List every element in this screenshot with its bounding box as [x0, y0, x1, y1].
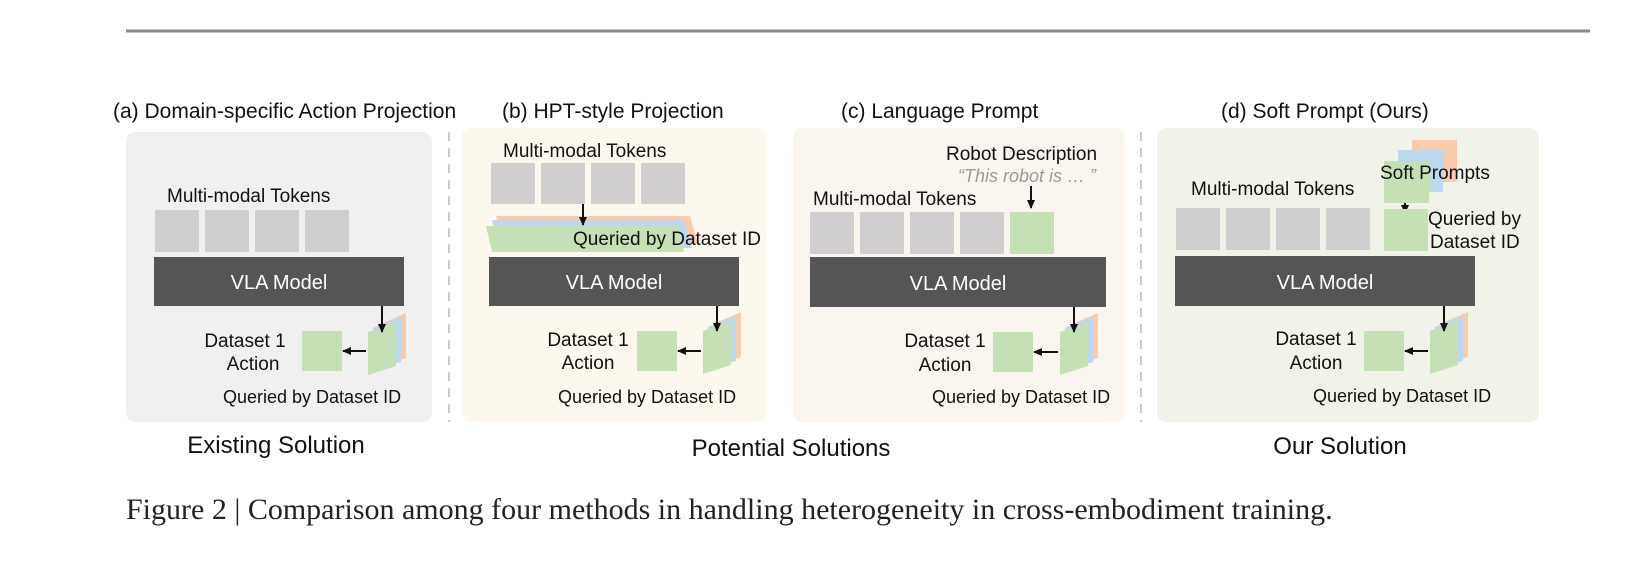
- action-box: [637, 331, 677, 371]
- token: [810, 212, 854, 254]
- prompt-query-line1: Queried by: [1428, 209, 1521, 230]
- action-box: [993, 332, 1033, 372]
- prompt-query-line2: Dataset ID: [1430, 232, 1520, 253]
- projection-layer-green: [703, 321, 731, 374]
- projection-layer-green: [486, 226, 684, 252]
- panel-d-tokens-label: Multi-modal Tokens: [1191, 179, 1354, 200]
- panel-b: (b) HPT-style Projection Multi-modal Tok…: [462, 100, 767, 422]
- panel-a-tokens-label: Multi-modal Tokens: [167, 186, 330, 207]
- token: [155, 210, 199, 252]
- vla-model-label: VLA Model: [566, 272, 663, 294]
- panel-d-title: (d) Soft Prompt (Ours): [1221, 100, 1429, 123]
- action-label-line2: Action: [919, 355, 972, 376]
- soft-prompt-green: [1384, 161, 1429, 203]
- token: [910, 212, 954, 254]
- action-label-line1: Dataset 1: [204, 331, 285, 352]
- panel-c-title: (c) Language Prompt: [841, 100, 1038, 123]
- token: [205, 210, 249, 252]
- projection-layer-green: [1060, 322, 1088, 375]
- token: [491, 163, 535, 204]
- action-label-line1: Dataset 1: [1275, 329, 1356, 350]
- language-prompt-token: [1010, 212, 1054, 254]
- action-label-line2: Action: [1290, 353, 1343, 374]
- token: [1326, 208, 1370, 250]
- vla-model-label: VLA Model: [231, 272, 328, 294]
- action-label-line2: Action: [562, 353, 615, 374]
- token: [591, 163, 635, 204]
- figure-caption: Figure 2 | Comparison among four methods…: [126, 493, 1333, 526]
- group-label-potential: Potential Solutions: [692, 435, 891, 462]
- vla-model-label: VLA Model: [910, 273, 1007, 295]
- projection-layer-green: [368, 322, 396, 375]
- panel-c: (c) Language Prompt Robot Description “T…: [793, 100, 1125, 422]
- action-box: [1364, 331, 1404, 371]
- token: [641, 163, 685, 204]
- vla-model-block: [810, 257, 1106, 307]
- vla-model-block: [489, 257, 739, 306]
- panel-c-tokens-label: Multi-modal Tokens: [813, 189, 976, 210]
- token: [1176, 208, 1220, 250]
- token: [541, 163, 585, 204]
- projection-queried-label: Queried by Dataset ID: [573, 229, 761, 250]
- token: [1276, 208, 1320, 250]
- queried-label: Queried by Dataset ID: [558, 387, 736, 407]
- token: [255, 210, 299, 252]
- panel-b-tokens-label: Multi-modal Tokens: [503, 141, 666, 162]
- action-label-line1: Dataset 1: [904, 331, 985, 352]
- robot-description-quote: “This robot is … ”: [958, 166, 1097, 186]
- soft-prompt-token: [1384, 209, 1428, 251]
- action-label-line2: Action: [227, 354, 280, 375]
- queried-label: Queried by Dataset ID: [223, 387, 401, 407]
- soft-prompts-label: Soft Prompts: [1380, 163, 1490, 184]
- action-label-line1: Dataset 1: [547, 330, 628, 351]
- token: [1226, 208, 1270, 250]
- queried-label: Queried by Dataset ID: [1313, 386, 1491, 406]
- panel-a: (a) Domain-specific Action Projection Mu…: [113, 100, 456, 422]
- queried-label: Queried by Dataset ID: [932, 387, 1110, 407]
- vla-model-block: [1175, 256, 1475, 306]
- token: [960, 212, 1004, 254]
- action-box: [302, 331, 342, 371]
- panel-b-title: (b) HPT-style Projection: [502, 100, 724, 123]
- panel-a-title: (a) Domain-specific Action Projection: [113, 100, 456, 123]
- token: [860, 212, 904, 254]
- robot-description-label: Robot Description: [946, 144, 1097, 165]
- vla-model-label: VLA Model: [1277, 272, 1374, 294]
- projection-layer-green: [1430, 321, 1458, 374]
- token: [305, 210, 349, 252]
- group-label-existing: Existing Solution: [187, 432, 364, 459]
- panel-d: (d) Soft Prompt (Ours) Soft Prompts Mult…: [1157, 100, 1539, 422]
- vla-model-block: [154, 257, 404, 306]
- group-label-ours: Our Solution: [1273, 433, 1406, 460]
